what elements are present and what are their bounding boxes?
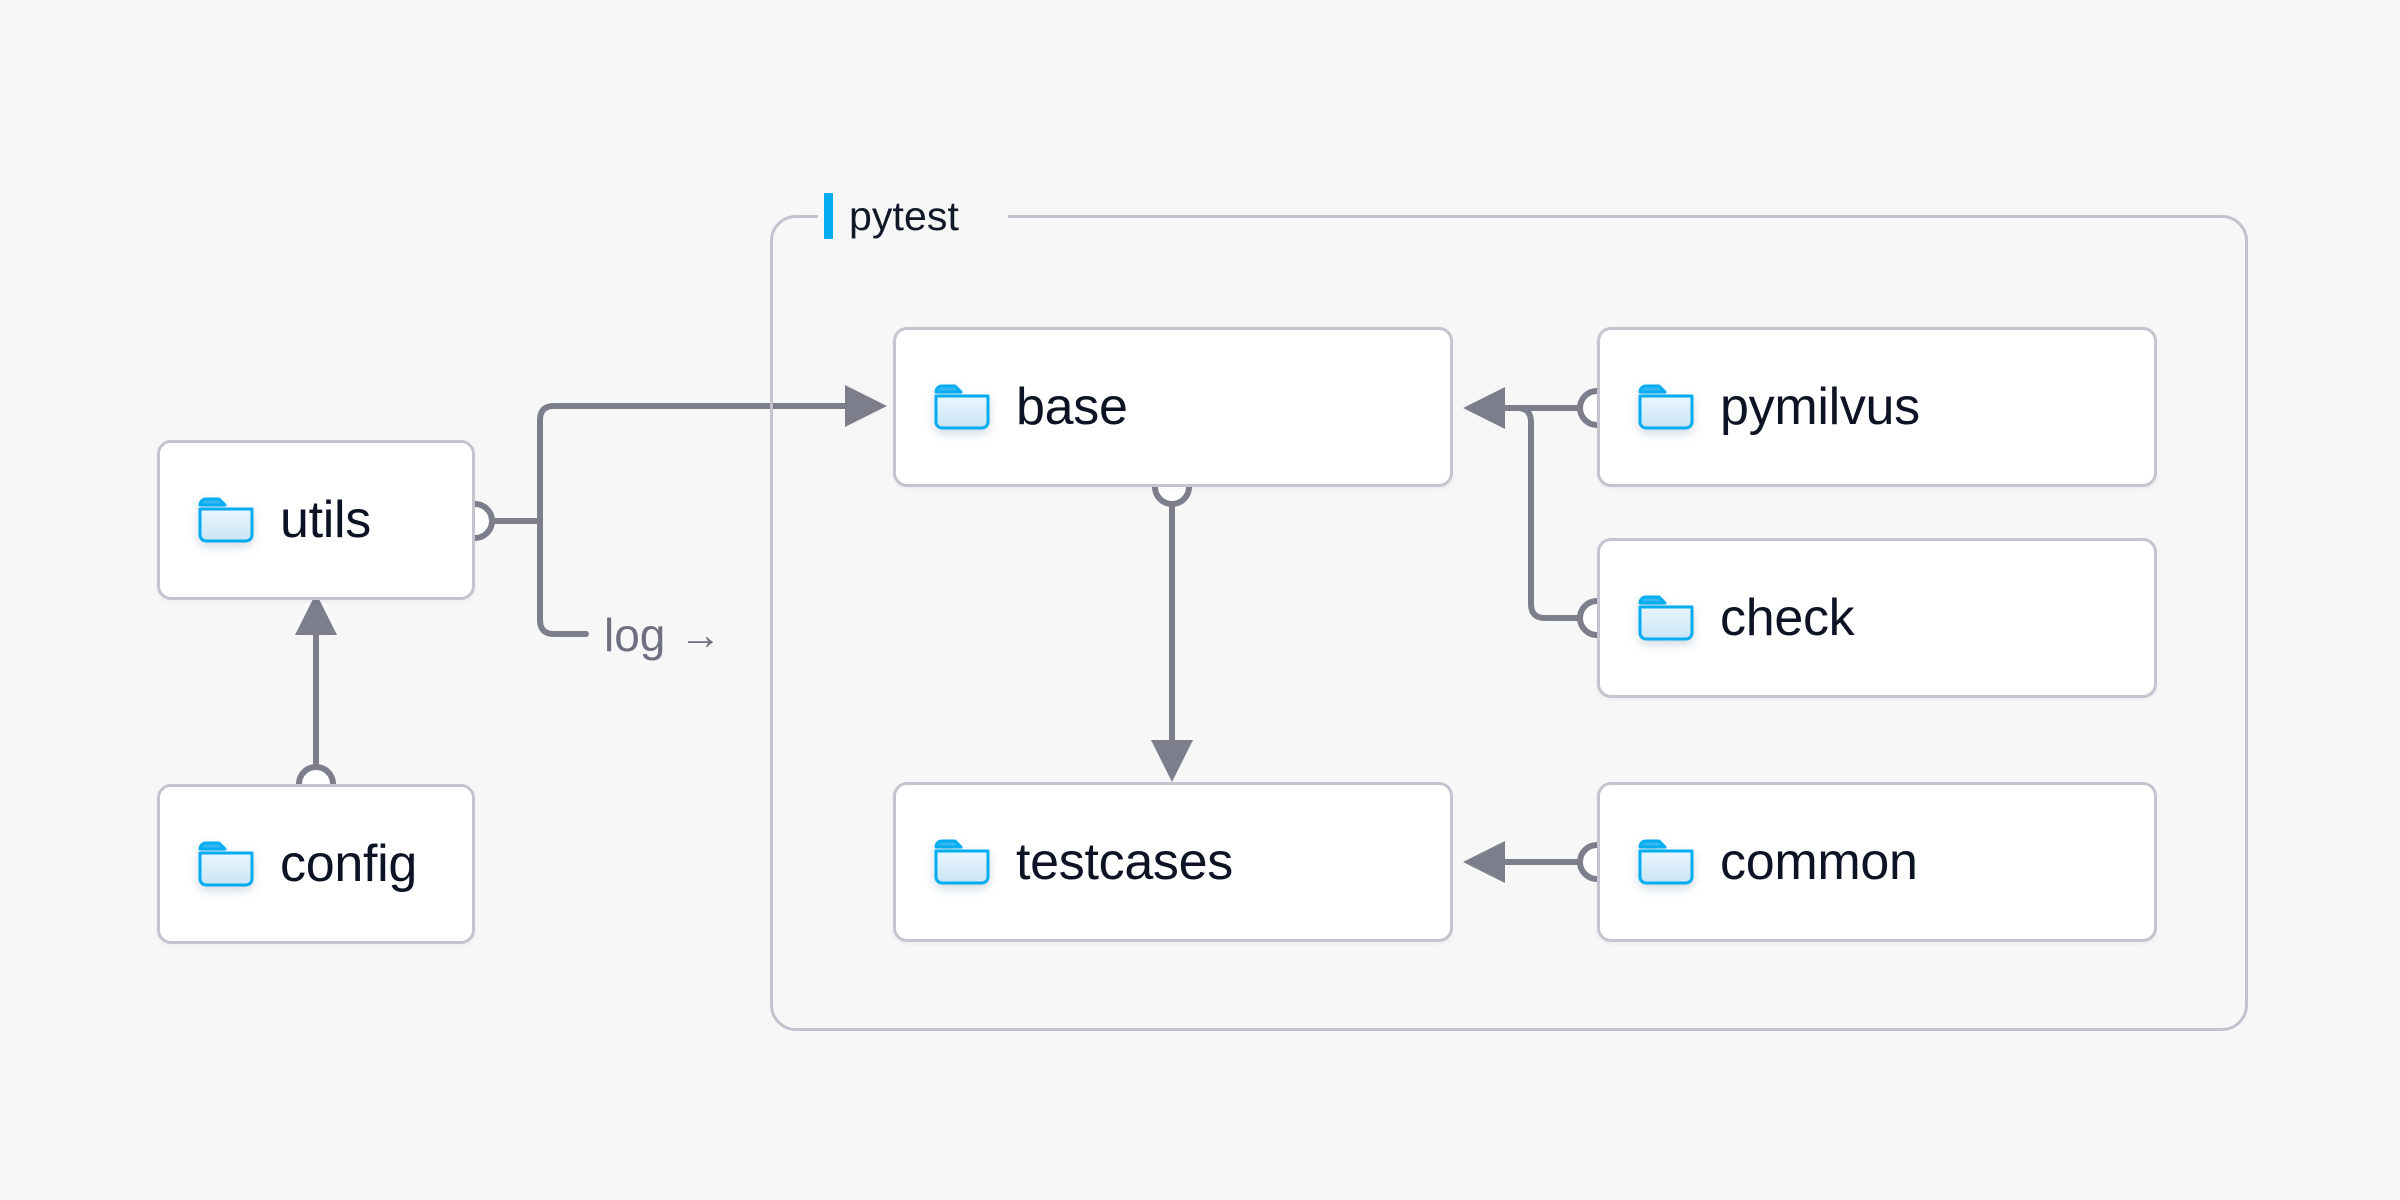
- node-base[interactable]: base: [893, 327, 1453, 487]
- node-testcases[interactable]: testcases: [893, 782, 1453, 942]
- node-pymilvus-label: pymilvus: [1720, 378, 1920, 436]
- node-check[interactable]: check: [1597, 538, 2157, 698]
- folder-icon: [934, 384, 990, 430]
- edge-label-log-text: log: [604, 609, 666, 661]
- node-common[interactable]: common: [1597, 782, 2157, 942]
- node-base-content: base: [896, 381, 1128, 433]
- folder-icon: [198, 841, 254, 887]
- node-check-label: check: [1720, 589, 1855, 647]
- folder-icon: [1638, 595, 1694, 641]
- node-utils-content: utils: [160, 494, 371, 546]
- group-label-pytest[interactable]: pytest: [824, 193, 959, 239]
- node-utils-label: utils: [280, 491, 371, 549]
- accent-bar-icon: [824, 193, 833, 239]
- node-common-content: common: [1600, 836, 1918, 888]
- node-config[interactable]: config: [157, 784, 475, 944]
- group-title-text: pytest: [849, 192, 959, 239]
- node-config-content: config: [160, 838, 417, 890]
- node-testcases-content: testcases: [896, 836, 1233, 888]
- folder-icon: [1638, 839, 1694, 885]
- node-utils[interactable]: utils: [157, 440, 475, 600]
- folder-icon: [198, 497, 254, 543]
- group-label-mask: [818, 209, 1008, 223]
- node-pymilvus-content: pymilvus: [1600, 381, 1920, 433]
- node-check-content: check: [1600, 589, 1855, 647]
- edge-label-log[interactable]: log →: [604, 612, 721, 658]
- node-base-label: base: [1016, 378, 1128, 436]
- folder-icon: [1638, 384, 1694, 430]
- folder-icon: [934, 839, 990, 885]
- edge-config-to-utils: [295, 593, 337, 804]
- node-pymilvus[interactable]: pymilvus: [1597, 327, 2157, 487]
- node-config-label: config: [280, 835, 417, 893]
- node-testcases-label: testcases: [1016, 833, 1233, 891]
- group-pytest[interactable]: [770, 215, 2248, 1031]
- arrow-right-icon: →: [679, 611, 722, 658]
- node-common-label: common: [1720, 833, 1918, 891]
